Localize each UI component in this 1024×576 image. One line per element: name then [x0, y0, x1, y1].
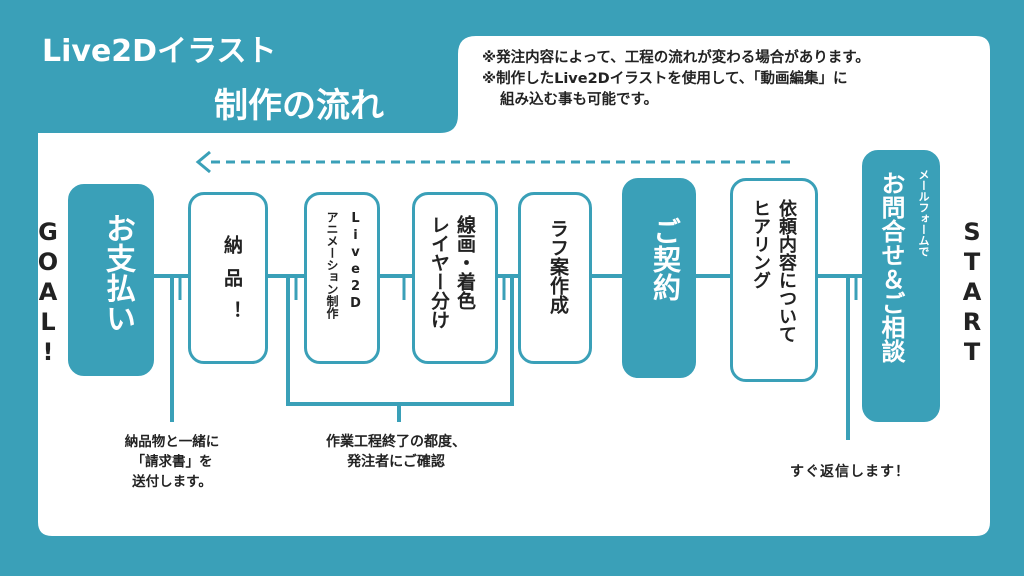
- step-animation-line1: Live2D: [348, 211, 363, 313]
- step-contract: ご契約: [622, 178, 696, 378]
- step-inquiry: メールフォームで お問合せ＆ご相談: [862, 150, 940, 422]
- step-hearing-line1: 依頼内容について: [776, 199, 797, 343]
- step-contract-label: ご契約: [649, 217, 682, 301]
- step-inquiry-label: お問合せ＆ご相談: [877, 171, 905, 363]
- note-line: ※制作したLive2Dイラストを使用して、「動画編集」に: [482, 71, 848, 87]
- step-lineart: 線画・着色 レイヤー分け: [412, 192, 498, 364]
- step-rough-label: ラフ案作成: [547, 219, 569, 314]
- step-payment-label: お支払い: [100, 213, 135, 333]
- step-rough: ラフ案作成: [518, 192, 592, 364]
- title-line-2: 制作の流れ: [214, 86, 384, 126]
- step-delivery: 納品！: [188, 192, 268, 364]
- goal-label: GOAL!: [34, 218, 62, 368]
- invoice-caption-line: 送付します。: [132, 474, 212, 490]
- invoice-caption-line: 納品物と一緒に: [124, 434, 220, 450]
- return-arrow-head: [195, 150, 211, 174]
- reply-caption: すぐ返信します！: [790, 464, 910, 480]
- step-animation-line2: アニメーション制作: [325, 211, 339, 319]
- notes-block: ※発注内容によって、工程の流れが変わる場合があります。 ※制作したLive2Dイ…: [482, 48, 870, 111]
- note-line: ※発注内容によって、工程の流れが変わる場合があります。: [482, 50, 870, 66]
- title-line-1: Live2Dイラスト: [42, 34, 277, 69]
- invoice-caption: 納品物と一緒に 「請求書」を 送付します。: [112, 432, 232, 492]
- check-caption-line: 発注者にご確認: [347, 454, 445, 470]
- step-lineart-line2: レイヤー分け: [428, 215, 450, 329]
- step-hearing-line2: ヒアリング: [750, 199, 771, 289]
- step-lineart-line1: 線画・着色: [454, 215, 476, 310]
- note-line: 組み込む事も可能です。: [500, 92, 659, 108]
- check-caption-line: 作業工程終了の都度、: [326, 434, 466, 450]
- step-hearing: 依頼内容について ヒアリング: [730, 178, 818, 382]
- step-delivery-label: 納品！: [221, 235, 243, 334]
- invoice-caption-line: 「請求書」を: [131, 454, 213, 470]
- step-payment: お支払い: [68, 184, 154, 376]
- check-caption: 作業工程終了の都度、 発注者にご確認: [326, 432, 466, 472]
- step-inquiry-sub: メールフォームで: [917, 169, 930, 257]
- start-label: START: [958, 218, 986, 368]
- step-animation: Live2D アニメーション制作: [304, 192, 380, 364]
